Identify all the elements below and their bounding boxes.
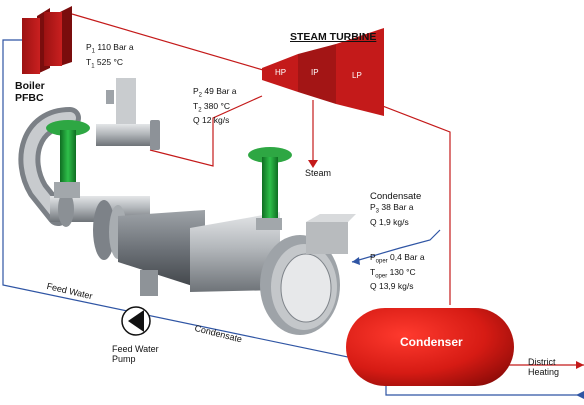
condenser-shape	[346, 308, 514, 386]
turbine-lp-label: LP	[352, 71, 362, 80]
boiler-conditions: P1 110 Bar a T1 525 °C	[86, 42, 134, 70]
condensate-injection-conditions: Condensate P3 38 Bar a Q 1,9 kg/s	[370, 191, 422, 227]
feed-water-pump-icon	[121, 306, 151, 336]
steam-arrow	[308, 160, 318, 168]
steam-turbine-shape	[262, 28, 384, 116]
valve-piping	[18, 78, 356, 335]
turbine-ip-label: IP	[311, 68, 319, 77]
steam-turbine-title: STEAM TURBINE	[290, 31, 377, 43]
condenser-conditions: Poper 0,4 Bar a Toper 130 °C Q 13,9 kg/s	[370, 252, 425, 292]
boiler-label: Boiler PFBC	[15, 80, 45, 104]
boiler-shape	[22, 6, 72, 74]
control-valve-actuator-left	[46, 120, 90, 198]
condenser-label: Condenser	[400, 335, 463, 349]
district-heating-return-arrow	[352, 257, 584, 399]
feed-water-pump-label: Feed Water Pump	[112, 344, 159, 364]
district-heating-label: District Heating	[528, 357, 560, 377]
steam-label: Steam	[305, 168, 332, 178]
district-heating-arrow	[576, 361, 584, 369]
control-valve-actuator-right	[248, 147, 292, 230]
turbine-hp-label: HP	[275, 68, 287, 77]
valve-inlet-conditions: P2 49 Bar a T2 380 °C Q 12 kg/s	[193, 86, 237, 126]
